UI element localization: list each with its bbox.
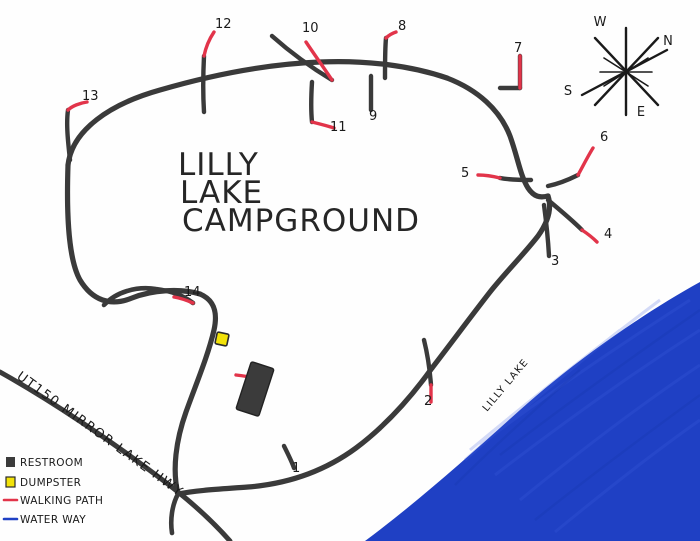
campsite-spur-roads	[64, 33, 585, 471]
page-title: LILLY LAKE CAMPGROUND	[178, 147, 420, 239]
walking-path-11	[310, 120, 336, 130]
legend-swatch-restroom	[6, 457, 15, 467]
highway-connector	[168, 491, 181, 536]
walking-path-14	[172, 295, 195, 305]
compass-label-s: S	[564, 84, 572, 99]
campsite-label-12: 12	[215, 17, 232, 32]
legend-label-restroom: RESTROOM	[20, 457, 83, 469]
water-body-lilly-lake	[365, 282, 700, 541]
walking-path-12	[202, 30, 216, 58]
legend-swatch-dumpster	[5, 476, 16, 488]
highway-ut150	[0, 369, 233, 541]
campsite-label-11: 11	[330, 120, 347, 135]
campsite-label-7: 7	[514, 41, 522, 56]
water-texture	[463, 298, 700, 534]
compass-label-n: N	[663, 34, 673, 49]
map-legend: RESTROOM DUMPSTER WALKING PATH WATER WAY	[2, 457, 103, 526]
campsite-label-10: 10	[302, 21, 319, 36]
campsite-label-3: 3	[551, 254, 559, 269]
legend-label-water-way: WATER WAY	[20, 514, 86, 526]
campsite-label-14: 14	[184, 285, 201, 300]
water-texture-dark	[454, 308, 700, 521]
dumpster-marker[interactable]	[214, 331, 230, 347]
compass-label-w: W	[594, 15, 607, 30]
walking-path-8	[384, 30, 398, 40]
legend-label-walking-path: WALKING PATH	[20, 495, 103, 507]
restroom-marker[interactable]	[235, 361, 275, 417]
campsite-label-8: 8	[398, 19, 406, 34]
campsite-label-6: 6	[600, 130, 608, 145]
campsite-label-2: 2	[424, 394, 432, 409]
walking-path-13	[66, 100, 89, 112]
campsite-label-13: 13	[82, 89, 99, 104]
spur-road-14	[101, 285, 196, 308]
title-line-3: CAMPGROUND	[182, 203, 420, 239]
campsite-label-1: 1	[292, 461, 300, 476]
legend-label-dumpster: DUMPSTER	[20, 477, 81, 489]
title-line-1: LILLY	[178, 147, 259, 183]
walking-path-5	[476, 173, 502, 180]
walking-path-10	[304, 40, 334, 82]
campsite-label-4: 4	[604, 227, 612, 242]
campground-loop-road	[64, 59, 553, 497]
compass-label-e: E	[637, 105, 645, 120]
campsite-label-5: 5	[461, 166, 469, 181]
campsite-label-9: 9	[369, 109, 377, 124]
walking-path-6	[576, 146, 595, 177]
compass-rose: W N S E	[564, 15, 673, 120]
title-line-2: LAKE	[180, 175, 263, 211]
campsite-numbers: 1 2 3 4 5 6 7 8 9 10 11 12 13 14	[82, 17, 612, 476]
walking-path-4	[580, 228, 599, 244]
